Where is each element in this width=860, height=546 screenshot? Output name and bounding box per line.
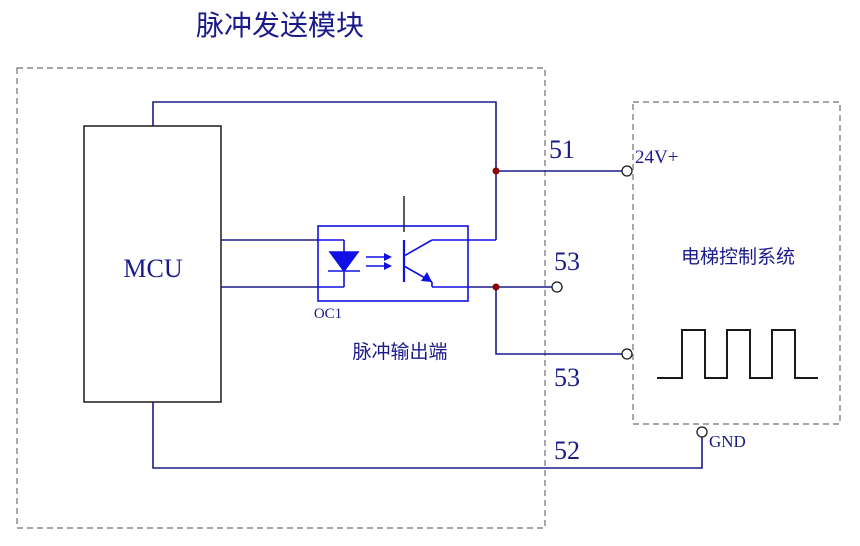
wire-label-53-bottom: 53 xyxy=(554,363,580,392)
wire-label-53-top: 53 xyxy=(554,247,580,276)
wire-53-to-elevator xyxy=(495,287,622,355)
wire-52-ground xyxy=(152,402,703,469)
mcu-block xyxy=(83,125,222,403)
optocoupler-oc1 xyxy=(317,225,496,302)
junction-53 xyxy=(492,283,500,291)
optocoupler-body xyxy=(317,225,469,302)
terminals xyxy=(551,165,708,438)
pulse-module-boundary xyxy=(16,67,546,529)
optocoupler-label: OC1 xyxy=(314,306,342,322)
elevator-system-boundary xyxy=(632,101,841,425)
emitter-arrow-icon xyxy=(421,272,432,282)
diagram-title: 脉冲发送模块 xyxy=(196,9,364,42)
terminal-label-gnd: GND xyxy=(709,432,746,451)
terminal-24v xyxy=(621,165,633,177)
terminal-label-24v: 24V+ xyxy=(635,147,678,168)
mcu-label: MCU xyxy=(123,254,182,283)
led-icon xyxy=(328,251,360,273)
terminal-gnd xyxy=(696,426,708,438)
pulse-output-label: 脉冲输出端 xyxy=(352,341,447,363)
wire-label-52: 52 xyxy=(554,436,580,465)
wire-label-51: 51 xyxy=(549,135,575,164)
junction-51 xyxy=(492,167,500,175)
wires xyxy=(152,101,703,469)
elevator-system-label: 电梯控制系统 xyxy=(681,246,795,268)
terminal-53-out xyxy=(551,281,563,293)
pulse-waveform-icon xyxy=(657,329,818,379)
terminal-53-elevator xyxy=(621,348,633,360)
